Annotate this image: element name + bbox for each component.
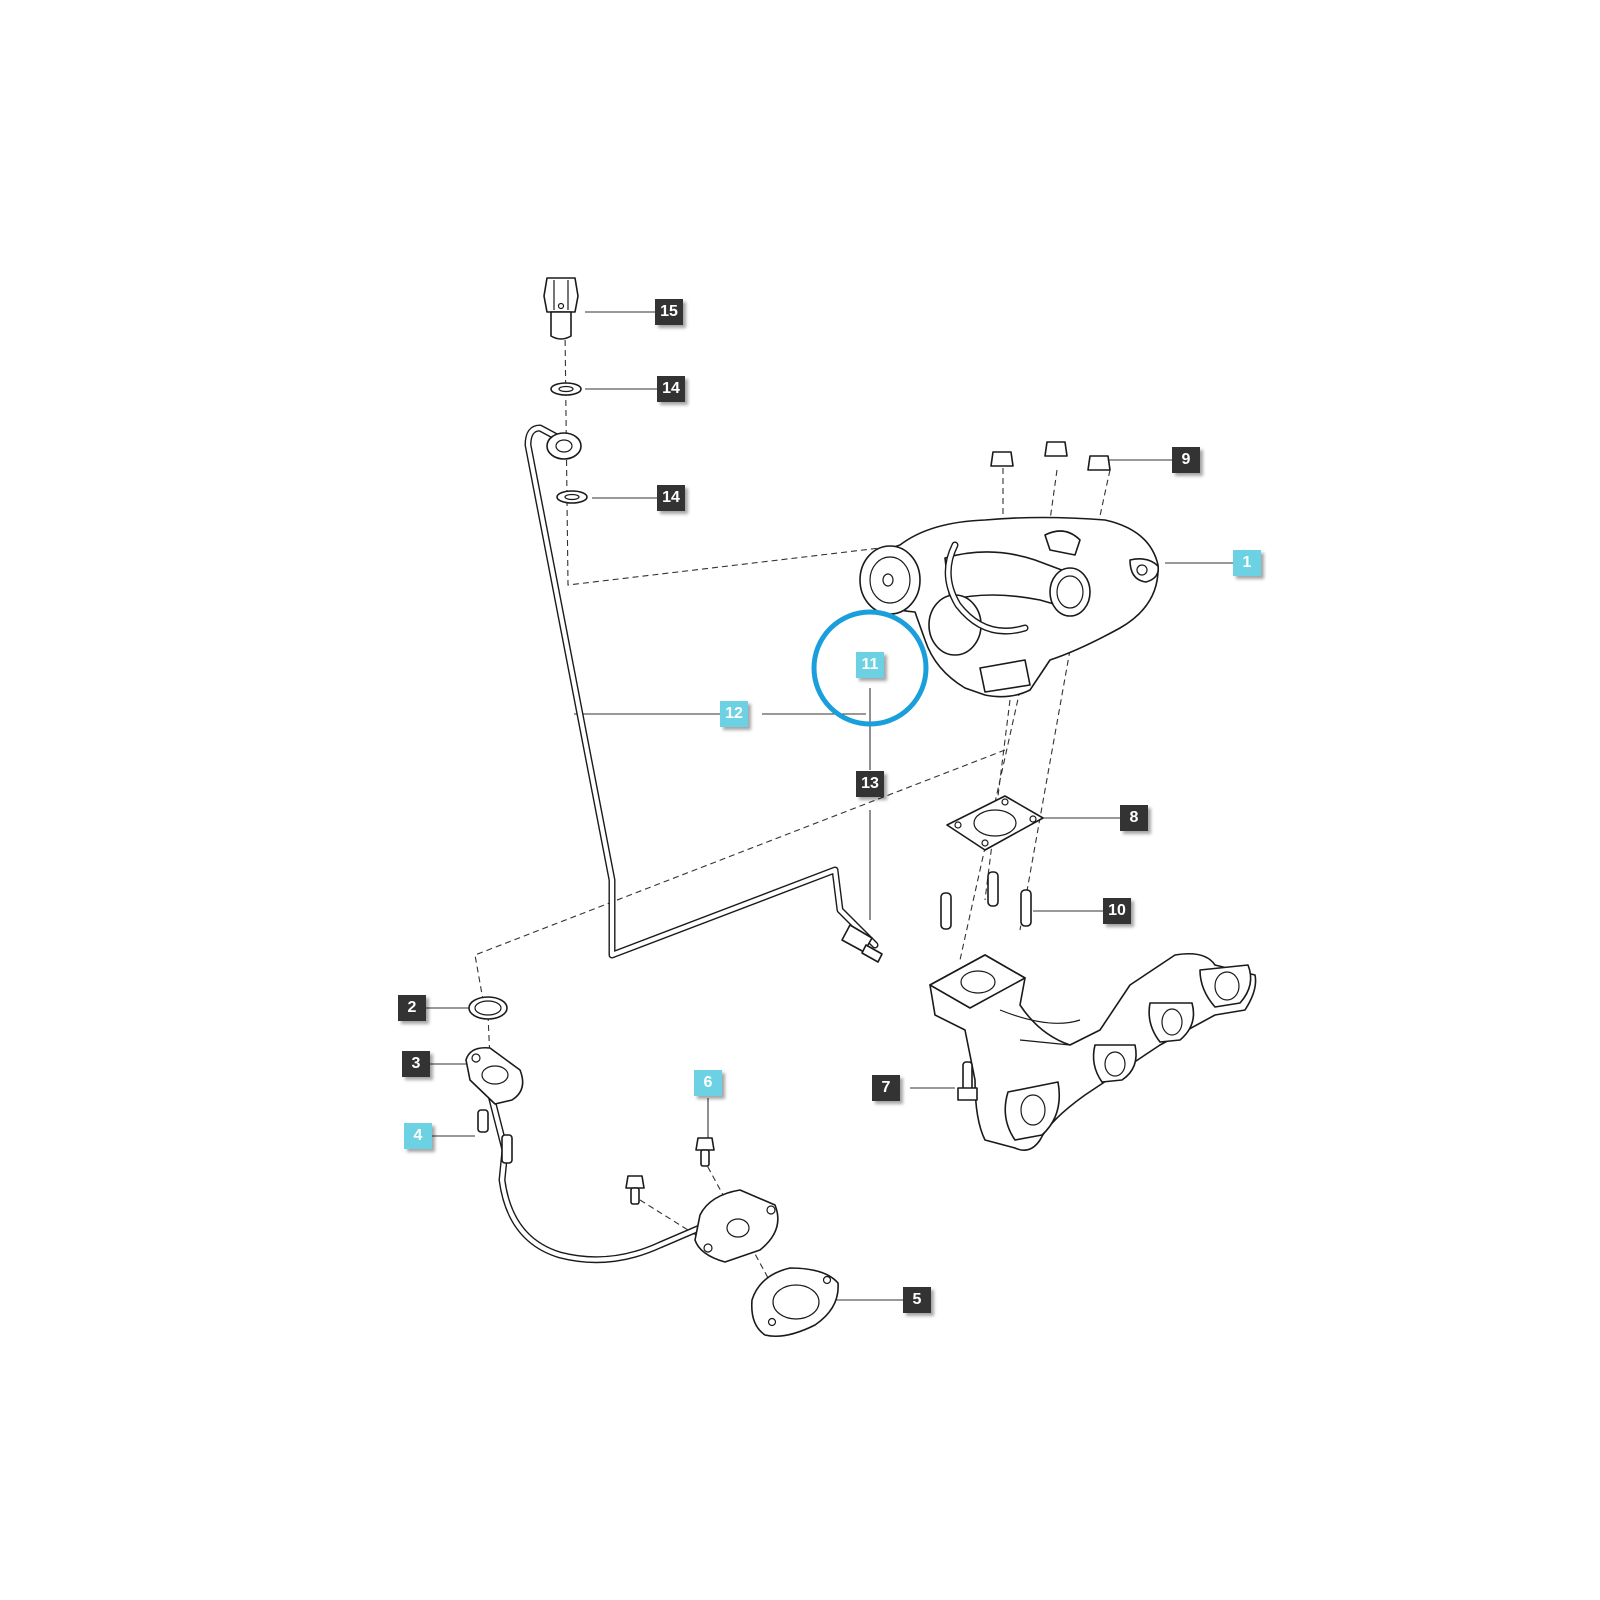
callout-10-stud[interactable]: 10 — [1103, 898, 1131, 924]
callout-3-flange[interactable]: 3 — [402, 1051, 430, 1077]
callout-14-washer-lower[interactable]: 14 — [657, 485, 685, 511]
turbocharger — [859, 516, 1160, 698]
callout-8-gasket[interactable]: 8 — [1120, 805, 1148, 831]
callout-13[interactable]: 13 — [856, 771, 884, 797]
callout-12-oil-feed-pipe[interactable]: 12 — [720, 701, 748, 727]
callout-15-banjo-bolt[interactable]: 15 — [655, 299, 683, 325]
oil-return-pipe — [465, 1046, 839, 1338]
callout-9-nut[interactable]: 9 — [1172, 447, 1200, 473]
callout-5-gasket[interactable]: 5 — [903, 1287, 931, 1313]
o-ring — [468, 996, 508, 1020]
sealing-washers — [550, 382, 588, 504]
turbo-gasket — [946, 795, 1044, 851]
callout-1-turbocharger[interactable]: 1 — [1233, 550, 1261, 576]
turbo-nuts — [990, 441, 1111, 471]
callout-4[interactable]: 4 — [404, 1123, 432, 1149]
highlight-ring — [811, 609, 929, 727]
manifold-bolt — [957, 1061, 978, 1101]
leader-lines — [426, 311, 1233, 1301]
flange-bolts — [625, 1137, 715, 1205]
callout-2-o-ring[interactable]: 2 — [398, 995, 426, 1021]
banjo-bolt — [543, 277, 579, 340]
callout-14-washer-upper[interactable]: 14 — [657, 376, 685, 402]
callout-11[interactable]: 11 — [856, 652, 884, 678]
oil-feed-pipe — [524, 424, 883, 963]
callout-7-bolt[interactable]: 7 — [872, 1075, 900, 1101]
exhaust-manifold — [929, 952, 1257, 1151]
callout-6-bolt[interactable]: 6 — [694, 1070, 722, 1096]
manifold-studs — [940, 871, 1032, 930]
